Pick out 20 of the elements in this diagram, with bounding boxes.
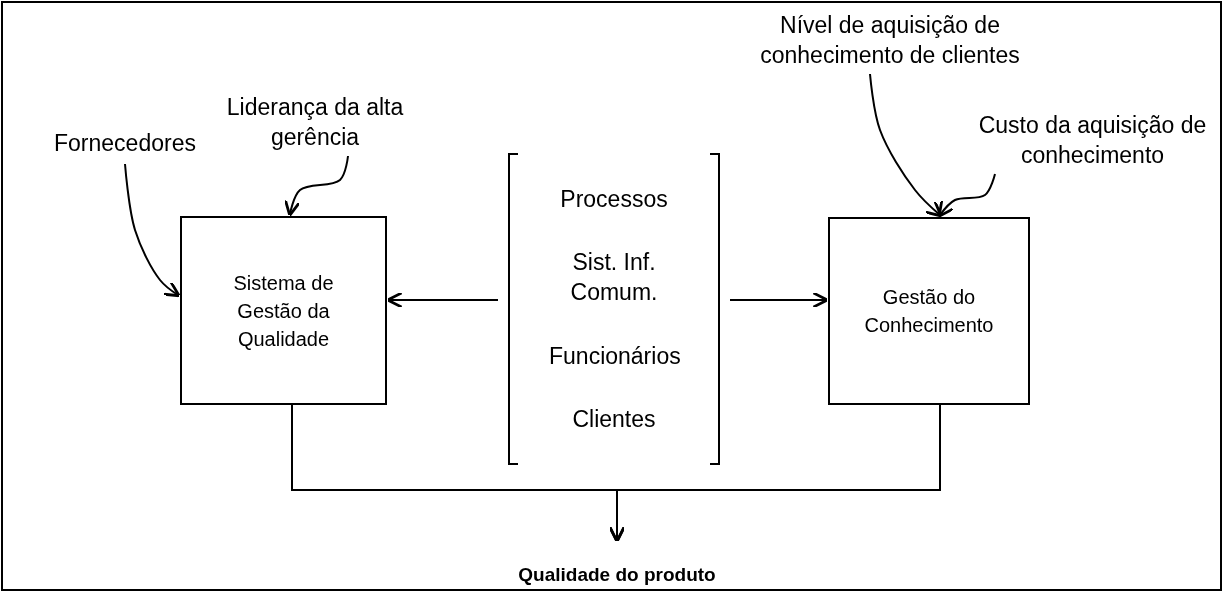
curved-arrow <box>284 155 349 217</box>
arrow <box>386 291 499 309</box>
box-label: Sistema de Gestão da Qualidade <box>232 270 335 352</box>
annotation-text: Nível de aquisição de conhecimento de clientes <box>759 11 1021 70</box>
box-label: Gestão do Conhecimento <box>863 285 995 338</box>
list-item-text: Clientes <box>572 405 656 435</box>
process-box <box>828 217 1030 405</box>
annotation-text: Custo da aquisição de conhecimento <box>977 111 1208 170</box>
annotation-text: Fornecedores <box>53 129 197 158</box>
process-box <box>180 216 387 405</box>
arrow <box>608 404 941 543</box>
curved-arrow <box>937 173 996 218</box>
list-item-text: Funcionários <box>549 341 679 371</box>
list-item-text: Processos <box>560 184 668 214</box>
annotation-text: Liderança da alta gerência <box>225 93 405 152</box>
result-text: Qualidade do produto <box>517 563 717 587</box>
curved-arrow <box>869 73 943 218</box>
arrow <box>729 291 829 309</box>
list-item-text: Sist. Inf. Comum. <box>569 248 659 308</box>
curved-arrow <box>124 163 181 298</box>
